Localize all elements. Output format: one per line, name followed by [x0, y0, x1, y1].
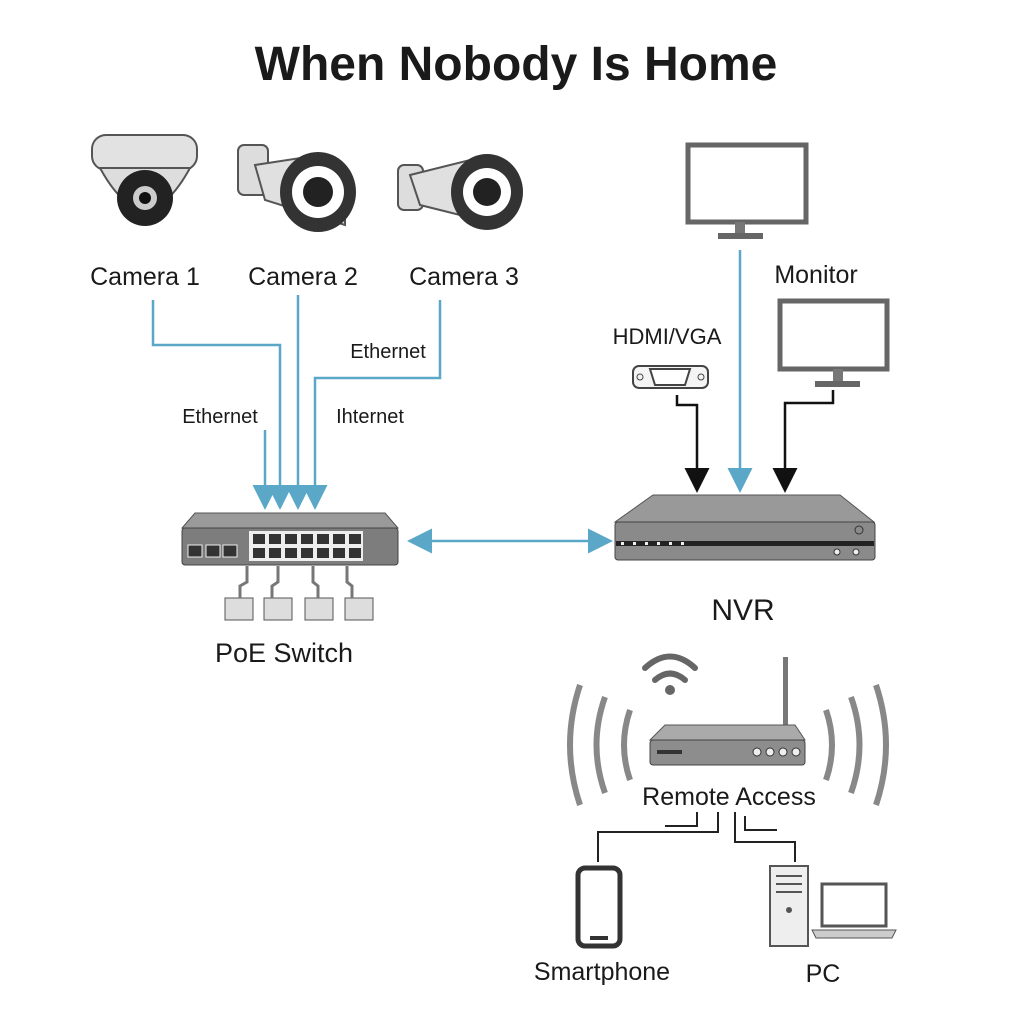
router-icon	[648, 657, 806, 766]
poe-switch-label: PoE Switch	[215, 638, 353, 668]
remote-links	[597, 812, 796, 862]
wireless-waves-icon	[567, 684, 889, 806]
vga-connector-icon	[632, 365, 709, 389]
ethernet-label: Ihternet	[336, 406, 404, 428]
wifi-icon	[642, 653, 698, 683]
bullet-camera-icon	[397, 154, 523, 230]
camera-3-label: Camera 3	[409, 263, 519, 291]
monitor-label: Monitor	[774, 261, 857, 289]
poe-switch-icon	[180, 512, 400, 621]
camera-2-label: Camera 2	[248, 263, 358, 291]
ethernet-links	[151, 250, 753, 554]
video-links	[675, 390, 835, 493]
hdmi-vga-label: HDMI/VGA	[613, 324, 722, 349]
ethernet-label: Ethernet	[350, 341, 426, 363]
dome-camera-icon	[91, 134, 198, 226]
pc-icon	[769, 865, 897, 947]
diagram-title: When Nobody Is Home	[255, 38, 778, 91]
camera-1-label: Camera 1	[90, 263, 200, 291]
ethernet-label: Ethernet	[182, 406, 258, 428]
nvr-icon	[613, 494, 876, 561]
monitor-icon	[685, 142, 809, 239]
bullet-camera-icon	[237, 144, 356, 232]
wifi-dot	[665, 685, 675, 695]
nvr-label: NVR	[711, 594, 774, 627]
smartphone-icon	[575, 865, 623, 949]
monitor-icon	[777, 298, 890, 387]
pc-label: PC	[806, 960, 841, 988]
smartphone-label: Smartphone	[534, 958, 670, 986]
remote-access-label: Remote Access	[642, 783, 816, 811]
